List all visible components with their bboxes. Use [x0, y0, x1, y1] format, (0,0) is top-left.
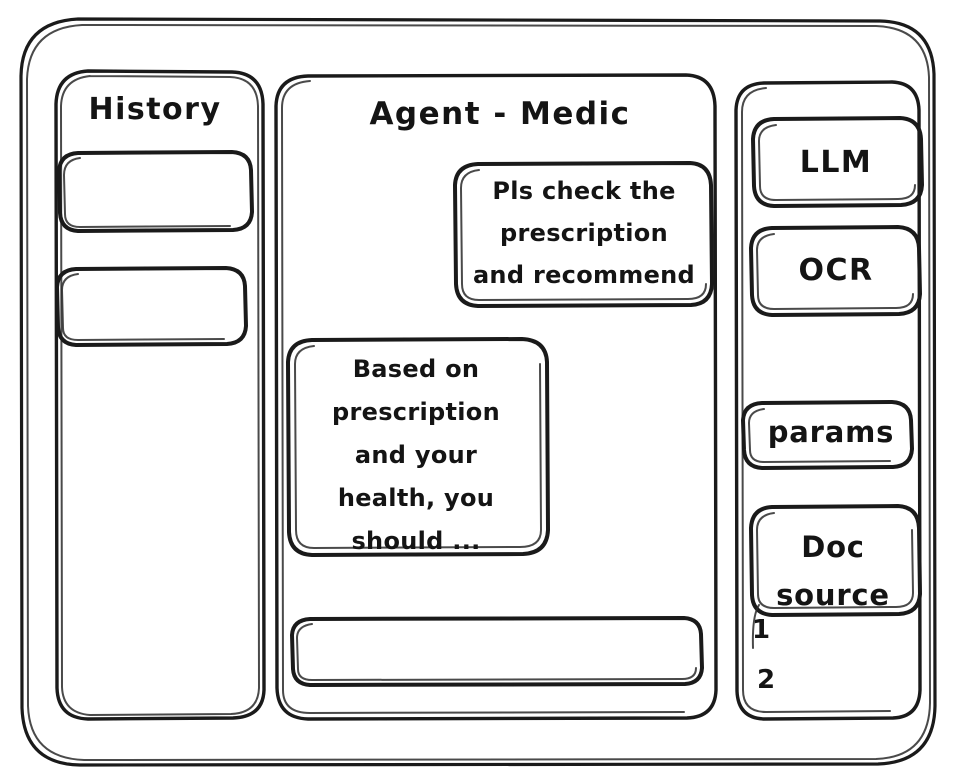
- assistant-message-text: Based on prescription and your health, y…: [332, 355, 500, 555]
- ocr-button-label[interactable]: OCR: [798, 253, 874, 288]
- ocr-button-shape[interactable]: [749, 225, 922, 317]
- doc-list-item-2[interactable]: 2: [757, 665, 776, 695]
- llm-button-label[interactable]: LLM: [799, 145, 873, 180]
- doc-source-button-shape[interactable]: [749, 504, 922, 617]
- doc-source-connector: [751, 604, 760, 649]
- llm-button-shape[interactable]: [751, 116, 924, 208]
- history-panel: [54, 69, 266, 721]
- agent-panel-title: Agent - Medic: [369, 96, 631, 132]
- params-button-label[interactable]: params: [767, 415, 895, 449]
- composer-input-shape[interactable]: [290, 616, 704, 687]
- doc-list-item-1[interactable]: 1: [752, 615, 771, 645]
- params-button-shape[interactable]: [741, 400, 914, 470]
- tools-panel: [734, 80, 922, 721]
- application-window-frame: [19, 17, 937, 767]
- user-message-bubble-shape: [453, 161, 714, 308]
- assistant-message-bubble-shape: [286, 337, 550, 557]
- agent-panel: [274, 73, 718, 721]
- history-card-2-shape[interactable]: [55, 266, 248, 347]
- user-message-text: Pls check the prescription and recommend: [472, 177, 696, 289]
- history-card-1-shape[interactable]: [57, 150, 254, 233]
- doc-source-button-label[interactable]: Doc source: [776, 530, 890, 612]
- history-panel-title: History: [88, 92, 222, 127]
